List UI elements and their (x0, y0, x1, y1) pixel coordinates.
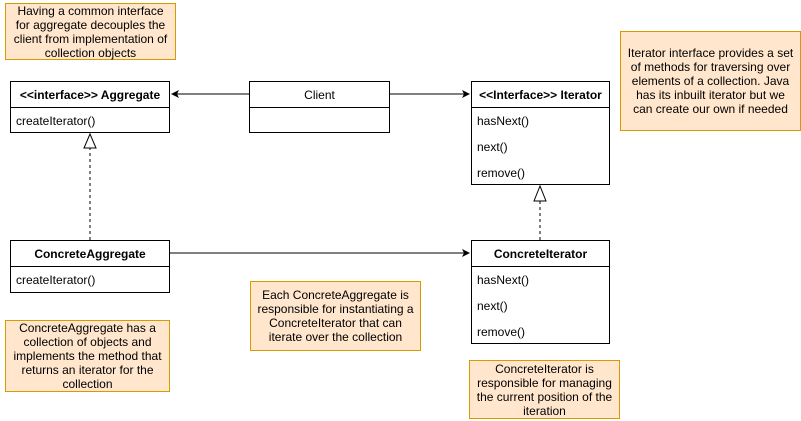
client-box[interactable]: Client (249, 81, 390, 133)
aggregate-method: createIterator() (16, 114, 96, 128)
middle-note: Each ConcreteAggregate is responsible fo… (250, 281, 421, 351)
iterator-method-remove: remove() (477, 166, 526, 180)
concrete-iterator-note: ConcreteIterator is responsible for mana… (469, 360, 620, 419)
hollow-triangle-icon (533, 184, 547, 202)
iterator-interface-box[interactable]: <<Interface>> Iterator hasNext() next() … (471, 81, 610, 185)
aggregate-note: Having a common interface for aggregate … (5, 3, 176, 60)
aggregate-interface-title: <<interface>> Aggregate (11, 82, 169, 108)
client-title: Client (250, 82, 389, 108)
hollow-triangle-icon (83, 132, 97, 149)
concrete-aggregate-box[interactable]: ConcreteAggregate createIterator() (10, 240, 170, 293)
concrete-iterator-method-remove: remove() (477, 325, 526, 339)
concrete-aggregate-title: ConcreteAggregate (11, 241, 169, 267)
concrete-aggregate-method: createIterator() (16, 273, 96, 287)
concrete-iterator-box[interactable]: ConcreteIterator hasNext() next() remove… (471, 240, 610, 344)
concrete-aggregate-note: ConcreteAggregate has a collection of ob… (5, 320, 170, 392)
arrowhead (462, 249, 470, 257)
aggregate-interface-box[interactable]: <<interface>> Aggregate createIterator() (10, 81, 170, 133)
arrowhead (171, 90, 179, 98)
iterator-interface-title: <<Interface>> Iterator (472, 82, 609, 108)
concrete-iterator-title: ConcreteIterator (472, 241, 609, 267)
arrowhead (462, 90, 470, 98)
iterator-method-next: next() (477, 140, 508, 154)
iterator-note: Iterator interface provides a set of met… (620, 31, 801, 131)
concrete-iterator-method-hasnext: hasNext() (477, 273, 530, 287)
iterator-method-hasnext: hasNext() (477, 114, 530, 128)
concrete-iterator-method-next: next() (477, 299, 508, 313)
